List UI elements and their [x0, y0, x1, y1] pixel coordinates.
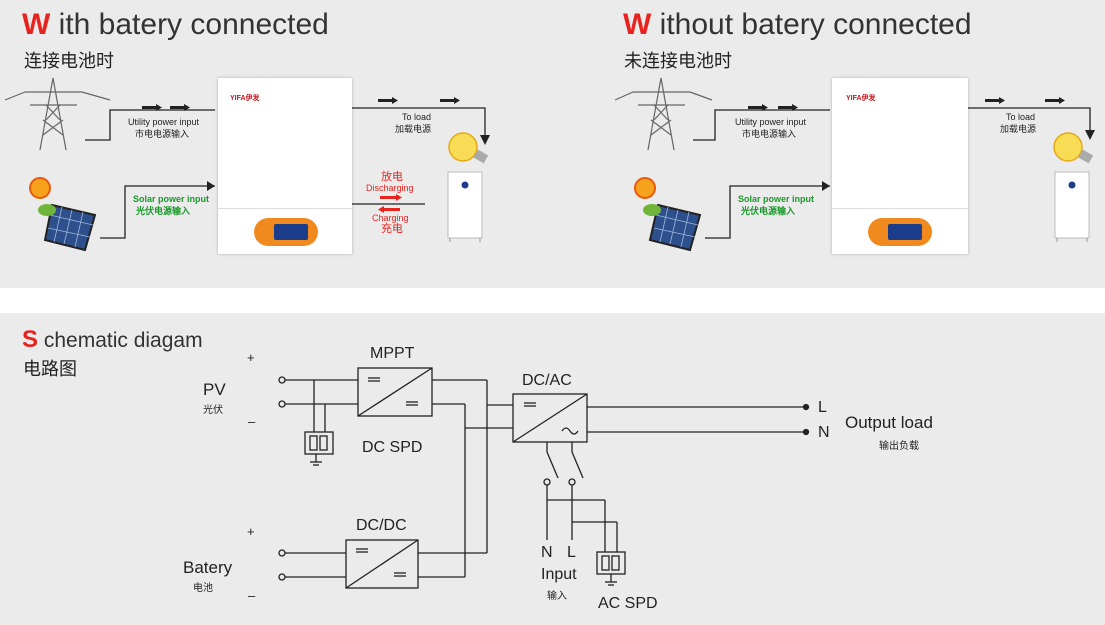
- brand-logo: YIFA伊发: [230, 95, 260, 102]
- dcdc-label: DC/DC: [356, 517, 407, 534]
- battery-minus-sign: –: [248, 588, 256, 603]
- charging-label-cn: 充电: [381, 223, 403, 235]
- without-battery-title: W ithout batery connected: [623, 8, 972, 41]
- inverter-unit: YIFA伊发: [832, 78, 968, 254]
- load-line: [968, 107, 1091, 135]
- utility-label-en: Utility power input: [128, 117, 200, 127]
- pv-label: PV: [203, 380, 226, 399]
- pv-plus-sign: +: [247, 350, 255, 365]
- inverter-display: [868, 218, 932, 246]
- output-load-label-cn: 输出负载: [879, 441, 919, 452]
- schematic-panel: [0, 313, 1105, 625]
- pv-label-cn: 光伏: [203, 405, 223, 416]
- top-wiring: [4, 77, 1095, 252]
- solar-panel-icon: [634, 177, 702, 252]
- solar-label-cn: 光伏电源输入: [136, 206, 191, 216]
- to-load-label-en: To load: [402, 112, 432, 122]
- solar-panel-icon: [29, 177, 97, 252]
- power-tower-icon: [4, 77, 111, 151]
- charge-arrow-icon: [378, 206, 400, 213]
- arrow-icon: [1045, 97, 1065, 104]
- top-panel: W ith batery connected 连接电池时 W ithout ba…: [0, 0, 1105, 288]
- battery-plus-sign: +: [247, 524, 255, 539]
- input-label: Input: [541, 566, 577, 583]
- to-load-label-cn: 加载电源: [395, 124, 432, 134]
- dc-spd-label: DC SPD: [362, 439, 423, 456]
- pv-minus-sign: –: [248, 414, 256, 429]
- light-bulb-icon: [448, 132, 489, 164]
- schematic-title: S chematic diagam: [22, 326, 203, 353]
- output-l-label: L: [818, 399, 827, 416]
- to-load-label-cn: 加载电源: [1000, 124, 1037, 134]
- discharging-label-en: Discharging: [366, 183, 414, 193]
- arrow-icon: [378, 97, 398, 104]
- battery-label: Batery: [183, 558, 233, 577]
- input-label-cn: 输入: [547, 591, 567, 602]
- output-load-label: Output load: [845, 413, 933, 432]
- divider: [832, 208, 968, 209]
- arrow-icon: [778, 104, 798, 111]
- inverter-unit: YIFA伊发: [218, 78, 352, 254]
- arrow-icon: [142, 104, 162, 111]
- with-battery-subtitle: 连接电池时: [24, 51, 114, 71]
- mppt-label: MPPT: [370, 345, 415, 362]
- arrow-icon: [170, 104, 190, 111]
- charging-label-en: Charging: [372, 213, 409, 223]
- arrow-icon: [440, 97, 460, 104]
- battery-cabinet-icon: [447, 171, 483, 242]
- arrow-icon: [748, 104, 768, 111]
- ac-spd-label: AC SPD: [598, 595, 658, 612]
- solar-label-cn: 光伏电源输入: [741, 206, 796, 216]
- dcac-label: DC/AC: [522, 372, 572, 389]
- input-l-label: L: [567, 544, 576, 561]
- schematic-subtitle: 电路图: [23, 359, 77, 379]
- brand-logo: YIFA伊发: [846, 95, 876, 102]
- discharging-label-cn: 放电: [381, 171, 403, 183]
- to-load-label-en: To load: [1006, 112, 1036, 122]
- utility-label-cn: 市电电源输入: [742, 129, 797, 139]
- battery-cabinet-icon: [1054, 171, 1090, 242]
- discharge-arrow-icon: [380, 194, 402, 201]
- input-n-label: N: [541, 544, 553, 561]
- solar-label-en: Solar power input: [738, 194, 815, 204]
- inverter-display: [254, 218, 318, 246]
- utility-line: [693, 109, 830, 141]
- arrow-icon: [985, 97, 1005, 104]
- load-line: [352, 107, 486, 140]
- battery-label-cn: 电池: [193, 583, 213, 594]
- light-bulb-icon: [1053, 132, 1094, 164]
- solar-line: [705, 185, 830, 239]
- power-tower-icon: [614, 77, 713, 151]
- without-battery-subtitle: 未连接电池时: [624, 51, 732, 71]
- output-n-label: N: [818, 424, 830, 441]
- utility-label-en: Utility power input: [735, 117, 807, 127]
- with-battery-title: W ith batery connected: [22, 8, 329, 41]
- utility-line: [85, 109, 215, 141]
- solar-line: [100, 185, 215, 239]
- divider: [218, 208, 352, 209]
- utility-label-cn: 市电电源输入: [135, 129, 190, 139]
- solar-label-en: Solar power input: [133, 194, 210, 204]
